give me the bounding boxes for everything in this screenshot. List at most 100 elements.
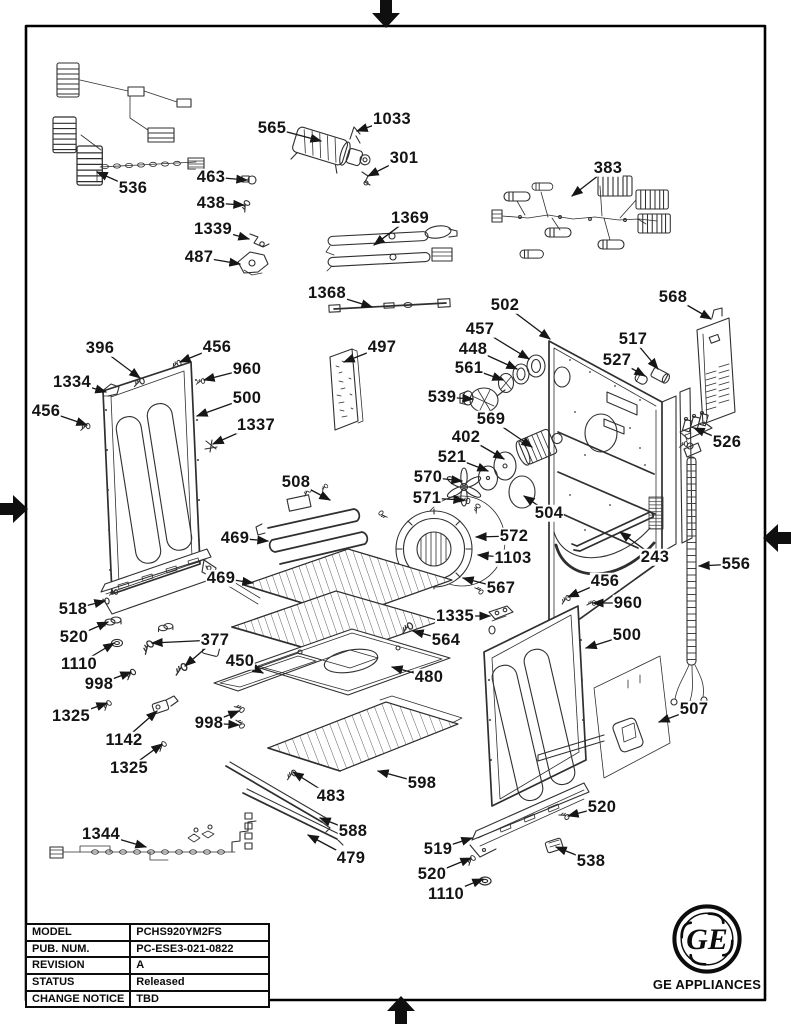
callout-520: 520	[586, 797, 618, 816]
ge-logo: GE	[672, 904, 742, 974]
callout-517: 517	[617, 329, 649, 348]
fitting-517-drawing	[650, 367, 670, 384]
right-side-panel-500R-drawing	[483, 605, 587, 807]
motor-plate-504-drawing	[508, 475, 536, 509]
callout-536: 536	[117, 178, 149, 197]
trim-479-drawing	[242, 788, 344, 846]
wiring-harness-383-drawing	[491, 175, 671, 259]
ignitor-1368-drawing	[328, 298, 451, 313]
screw-1325a-drawing	[100, 699, 113, 712]
registration-mark-bottom	[387, 996, 415, 1024]
title-row-label: CHANGE NOTICE	[24, 989, 132, 1009]
convection-fan-motor-569-drawing	[515, 428, 563, 466]
wiring-harness-1344-drawing	[49, 812, 257, 861]
callout-565: 565	[256, 118, 288, 137]
title-row-value: PCHS920YM2FS	[129, 923, 270, 942]
callout-438: 438	[195, 193, 227, 212]
callout-1334: 1334	[52, 372, 92, 391]
callout-518: 518	[57, 599, 89, 618]
vented-cover-568-drawing	[696, 307, 736, 425]
callout-998: 998	[83, 674, 115, 693]
title-row-value: TBD	[129, 989, 270, 1009]
latch-1142-drawing	[151, 695, 179, 714]
callout-998: 998	[193, 713, 225, 732]
bracket-487-drawing	[237, 251, 269, 276]
vent-rings-drawing	[497, 354, 546, 394]
callout-301: 301	[388, 148, 420, 167]
registration-mark-top	[372, 0, 400, 28]
callout-567: 567	[485, 578, 517, 597]
callout-456: 456	[201, 337, 233, 356]
callout-450: 450	[224, 651, 256, 670]
callout-383: 383	[592, 158, 624, 177]
callout-520: 520	[58, 627, 90, 646]
callout-456: 456	[589, 571, 621, 590]
drawer-bracket-507-drawing	[537, 655, 671, 779]
callout-463: 463	[195, 167, 227, 186]
clip-301-drawing	[361, 171, 371, 186]
title-row-label: REVISION	[24, 956, 132, 975]
disc-402-drawing	[493, 451, 517, 481]
title-row-label: STATUS	[24, 972, 132, 992]
title-row-label: PUB. NUM.	[24, 939, 132, 959]
callout-402: 402	[450, 427, 482, 446]
broil-element-508-drawing	[255, 483, 369, 565]
callout-526: 526	[711, 432, 743, 451]
fan-motor-539-drawing	[459, 387, 506, 413]
ge-logo-outer-circle	[672, 904, 742, 974]
bracket-1033-drawing	[349, 126, 361, 144]
callout-1369: 1369	[390, 208, 430, 227]
right-bottom-rail-drawing	[469, 782, 590, 858]
callout-243: 243	[639, 547, 671, 566]
callout-483: 483	[315, 786, 347, 805]
control-board-497-drawing	[329, 348, 364, 431]
callout-448: 448	[457, 339, 489, 358]
registration-mark-right	[763, 524, 791, 552]
callout-457: 457	[464, 319, 496, 338]
callout-500: 500	[611, 625, 643, 644]
callout-569: 569	[475, 409, 507, 428]
callout-487: 487	[183, 247, 215, 266]
brand-block: GE GE APPLIANCES	[648, 901, 766, 992]
ge-logo-curls	[680, 912, 734, 966]
grommet-1110B-drawing	[478, 876, 492, 886]
rack-frame-450-drawing	[213, 652, 323, 692]
callout-1337: 1337	[236, 415, 276, 434]
callout-469: 469	[219, 528, 251, 547]
callout-396: 396	[84, 338, 116, 357]
callout-539: 539	[426, 387, 458, 406]
left-side-panel-500-drawing	[102, 361, 201, 595]
callout-588: 588	[337, 821, 369, 840]
callout-1110: 1110	[426, 884, 466, 903]
screws-377-drawing	[139, 639, 189, 677]
callout-570: 570	[412, 467, 444, 486]
callout-1142: 1142	[104, 730, 144, 749]
screw-520B-drawing	[464, 847, 487, 867]
callout-456: 456	[30, 401, 62, 420]
callout-598: 598	[406, 773, 438, 792]
brand-name: GE APPLIANCES	[652, 977, 762, 992]
title-row-label: MODEL	[24, 923, 132, 942]
callout-538: 538	[575, 851, 607, 870]
wiring-harness-536-drawing	[52, 62, 205, 186]
title-row: PUB. NUM.PC-ESE3-021-0822	[24, 939, 270, 959]
callout-377: 377	[199, 630, 231, 649]
clip-1339-drawing	[249, 233, 270, 248]
screw-960L-drawing	[195, 377, 206, 386]
callout-561: 561	[453, 358, 485, 377]
ge-monogram: GE	[686, 923, 727, 956]
callout-1335: 1335	[435, 606, 475, 625]
callout-520: 520	[416, 864, 448, 883]
callout-556: 556	[720, 554, 752, 573]
callout-504: 504	[533, 503, 565, 522]
callout-1103: 1103	[493, 548, 533, 567]
callout-571: 571	[411, 488, 443, 507]
callout-521: 521	[436, 447, 468, 466]
burner-tubes-1369-drawing	[325, 225, 458, 272]
callout-960: 960	[612, 593, 644, 612]
